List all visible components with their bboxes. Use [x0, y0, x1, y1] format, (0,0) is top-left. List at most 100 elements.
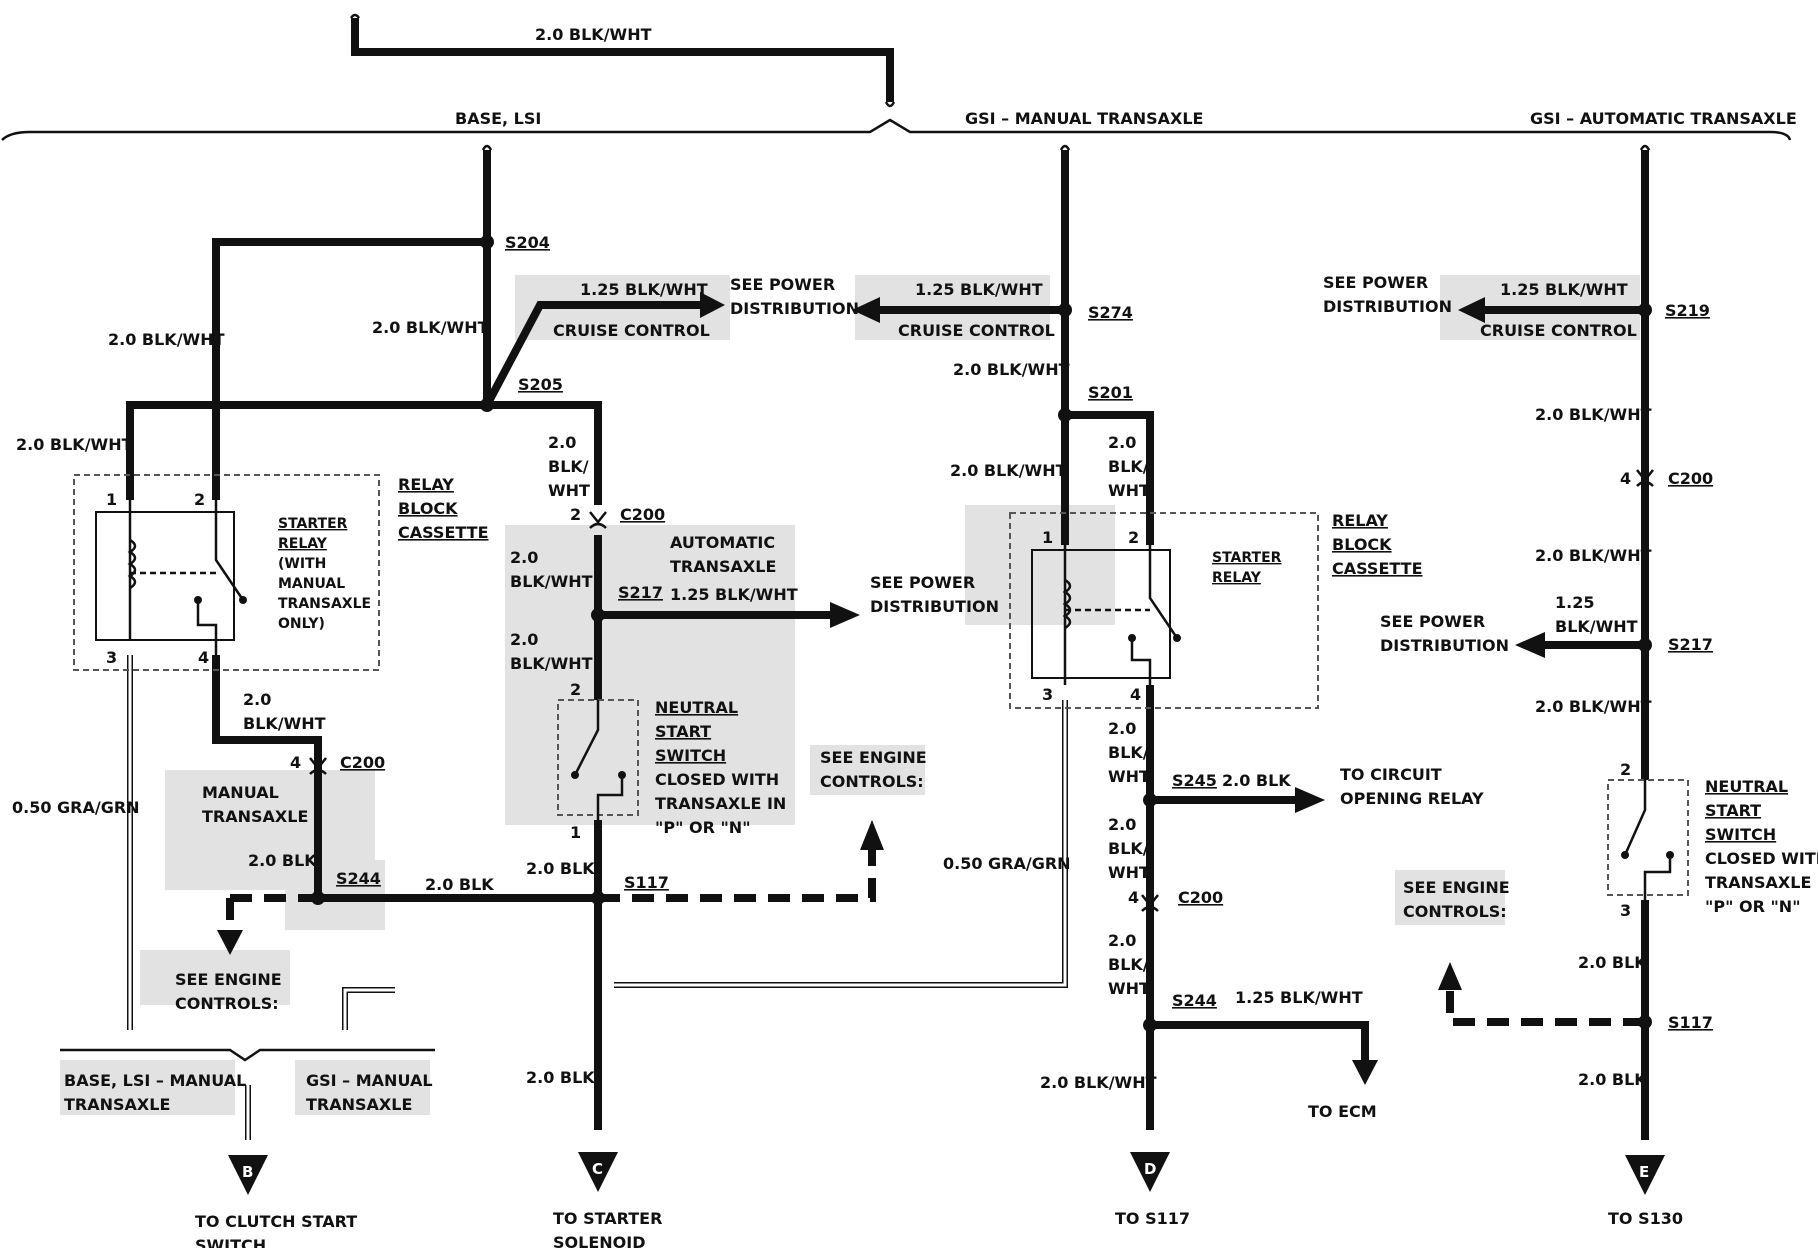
splice-s274: [1058, 303, 1072, 317]
nss-label: CLOSED WITH: [1705, 849, 1818, 868]
pin-number: 2: [570, 680, 581, 699]
wire-label: WHT: [1108, 481, 1150, 500]
see-engine-controls-label: CONTROLS:: [1403, 902, 1507, 921]
relay-coil-a: [127, 500, 247, 655]
wire-label: 1.25 BLK/WHT: [670, 585, 798, 604]
wire-label: 2.0 BLK: [526, 859, 595, 878]
relay-coil-b: [1062, 545, 1181, 685]
top-wire-label: 2.0 BLK/WHT: [535, 25, 652, 44]
base-lsi-manual-label: TRANSAXLE: [64, 1095, 170, 1114]
manual-transaxle-label: TRANSAXLE: [202, 807, 308, 826]
see-power-dist-label: DISTRIBUTION: [730, 299, 859, 318]
splice-s117: [1638, 1015, 1652, 1029]
splice-s245: [1143, 793, 1157, 807]
pin-number: 3: [1042, 685, 1053, 704]
wire-label: 2.0: [243, 690, 271, 709]
pin-number: 3: [1620, 901, 1631, 920]
wire-label: 1.25 BLK/WHT: [1235, 988, 1363, 1007]
base-lsi-wires: [60, 144, 1068, 1140]
splice-s219: [1638, 303, 1652, 317]
gsi-manual-wires: [880, 144, 1369, 1130]
wire-label: BLK/WHT: [243, 714, 326, 733]
connector-label: C200: [1668, 469, 1713, 488]
header-gsi-manual: GSI – MANUAL TRANSAXLE: [965, 109, 1203, 128]
see-engine-controls-label: CONTROLS:: [175, 994, 279, 1013]
arrow-up-icon: [1438, 962, 1462, 990]
wire-label: 2.0: [1108, 433, 1136, 452]
destination-label: TO CLUTCH START: [195, 1212, 357, 1231]
wire-label: WHT: [1108, 767, 1150, 786]
switch-contacts-b: [1621, 780, 1674, 900]
relay-block-label: CASSETTE: [398, 523, 489, 542]
arrow-up-icon: [860, 820, 884, 850]
wire-label: 2.0: [1108, 931, 1136, 950]
arrow-right-icon: [700, 292, 725, 318]
wire-label: BLK/: [1108, 457, 1149, 476]
see-power-dist-label: SEE POWER: [1380, 612, 1485, 631]
starter-relay-label: TRANSAXLE: [278, 596, 371, 612]
wire-label: 2.0: [548, 433, 576, 452]
nss-label: "P" OR "N": [655, 818, 751, 837]
splice-label: S244: [1172, 991, 1217, 1010]
arrow-right-icon: [830, 602, 860, 628]
wire-label: 2.0: [1108, 719, 1136, 738]
pin-number: 1: [1042, 528, 1053, 547]
nss-label: START: [655, 722, 711, 741]
relay-block-label: CASSETTE: [1332, 559, 1423, 578]
wire-label: 2.0 BLK/WHT: [16, 435, 133, 454]
starter-relay-label: (WITH: [278, 556, 326, 572]
to-circuit-opening-relay-label: TO CIRCUIT: [1340, 765, 1442, 784]
splice-label: S217: [1668, 635, 1713, 654]
splice-label: S204: [505, 233, 550, 252]
wire-label: 2.0 BLK/WHT: [1040, 1073, 1157, 1092]
relay-block-label: BLOCK: [398, 499, 458, 518]
neutral-start-switch-b: [1607, 779, 1689, 896]
splice-s205: [480, 398, 494, 412]
wire-label: 2.0 BLK: [1578, 1070, 1647, 1089]
pin-number: 2: [194, 490, 205, 509]
nss-label: TRANSAXLE IN: [1705, 873, 1818, 892]
starter-relay-label: ONLY): [278, 616, 325, 632]
wire-label: WHT: [548, 481, 590, 500]
destination-label: SWITCH: [195, 1236, 266, 1248]
pin-number: 4: [1620, 469, 1631, 488]
connector-c200: [589, 511, 607, 529]
wire-label: BLK/: [548, 457, 589, 476]
wire-label: BLK/WHT: [1555, 617, 1638, 636]
shaded-regions: [60, 275, 1640, 1115]
splice-label: S244: [336, 869, 381, 888]
arrow-left-icon: [1458, 297, 1485, 323]
starter-relay-label: RELAY: [1212, 570, 1262, 586]
relay-block-cassette-b: [1009, 512, 1319, 709]
nss-label: START: [1705, 801, 1761, 820]
destination-label: TO S130: [1608, 1209, 1683, 1228]
pin-number: 4: [1128, 888, 1139, 907]
pin-number: 1: [570, 823, 581, 842]
wire-label: BLK/: [1108, 743, 1149, 762]
pin-number: 1: [106, 490, 117, 509]
starter-relay-label: STARTER: [1212, 550, 1282, 566]
starter-relay-a: [95, 511, 235, 641]
top-harness: [1, 13, 1792, 141]
to-ecm-label: TO ECM: [1308, 1102, 1377, 1121]
pin-number: 3: [106, 648, 117, 667]
auto-transaxle-label: AUTOMATIC: [670, 533, 775, 552]
terminal-d-letter: D: [1144, 1160, 1156, 1178]
header-gsi-auto: GSI – AUTOMATIC TRANSAXLE: [1530, 109, 1797, 128]
starter-relay-label: RELAY: [278, 536, 328, 552]
cruise-control-label: CRUISE CONTROL: [898, 321, 1055, 340]
starter-relay-b: [1031, 549, 1171, 679]
nss-label: SWITCH: [1705, 825, 1776, 844]
wire-label: WHT: [1108, 979, 1150, 998]
nss-label: TRANSAXLE IN: [655, 794, 786, 813]
see-power-dist-label: SEE POWER: [730, 275, 835, 294]
terminal-b: [228, 1155, 268, 1195]
see-engine-controls-label: SEE ENGINE: [175, 970, 282, 989]
wire-label: BLK/WHT: [510, 654, 593, 673]
connector-label: C200: [620, 505, 665, 524]
connector-label: C200: [340, 753, 385, 772]
arrow-left-icon: [1515, 632, 1545, 658]
wire-label: 0.50 GRA/GRN: [12, 798, 140, 817]
pin-number: 4: [198, 648, 209, 667]
